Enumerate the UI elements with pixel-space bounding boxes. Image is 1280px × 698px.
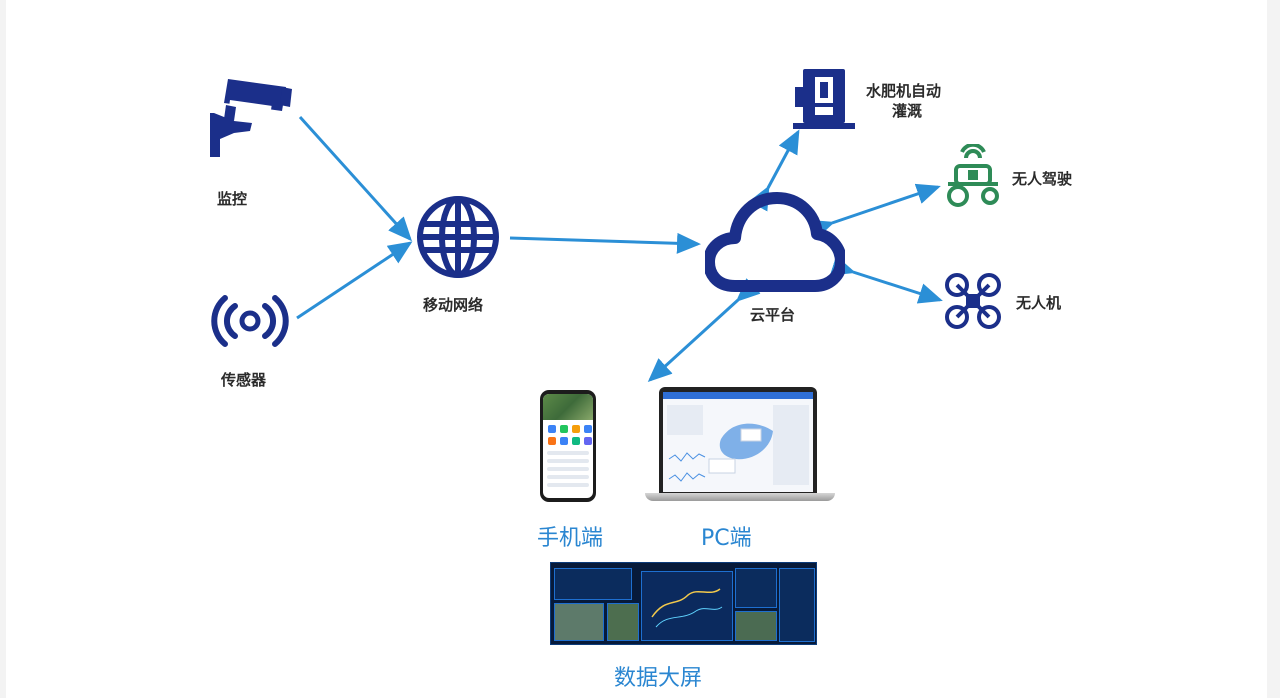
arrow-monitor-network bbox=[298, 115, 413, 242]
big-screen-mockup bbox=[550, 562, 817, 645]
mobile-terminal-label: 手机端 bbox=[537, 526, 604, 551]
phone-screen bbox=[543, 394, 593, 498]
camera-icon bbox=[210, 79, 292, 157]
arrow-cloud-tractor bbox=[808, 183, 941, 240]
fertigation-label-line2: 灌溉 bbox=[892, 102, 923, 120]
drone-icon bbox=[945, 273, 1001, 329]
fertigation-machine-icon bbox=[793, 69, 855, 129]
arrow-sensor-network bbox=[296, 241, 413, 320]
drone-label: 无人机 bbox=[1016, 294, 1062, 312]
monitor-label: 监控 bbox=[217, 190, 248, 208]
mobile-network-label: 移动网络 bbox=[423, 296, 484, 314]
arrow-cloud-drone bbox=[829, 255, 943, 304]
phone-mockup bbox=[540, 390, 596, 502]
cloud-icon bbox=[705, 192, 845, 292]
laptop-base bbox=[645, 493, 835, 501]
globe-icon bbox=[417, 196, 499, 278]
big-screen-label: 数据大屏 bbox=[614, 666, 703, 691]
pc-terminal-label: PC端 bbox=[701, 526, 752, 551]
arrow-network-cloud bbox=[509, 232, 701, 254]
arrow-cloud-terminals bbox=[647, 278, 761, 383]
sensor-icon bbox=[211, 295, 289, 347]
fertigation-label-line1: 水肥机自动 bbox=[866, 82, 942, 100]
arrow-cloud-fertigation bbox=[748, 129, 800, 212]
cloud-platform-label: 云平台 bbox=[750, 306, 796, 324]
laptop-mockup bbox=[659, 387, 817, 493]
autonomous-driving-label: 无人驾驶 bbox=[1012, 170, 1073, 188]
autonomous-tractor-icon bbox=[947, 144, 999, 207]
laptop-screen bbox=[663, 392, 813, 492]
sensor-label: 传感器 bbox=[221, 371, 267, 389]
